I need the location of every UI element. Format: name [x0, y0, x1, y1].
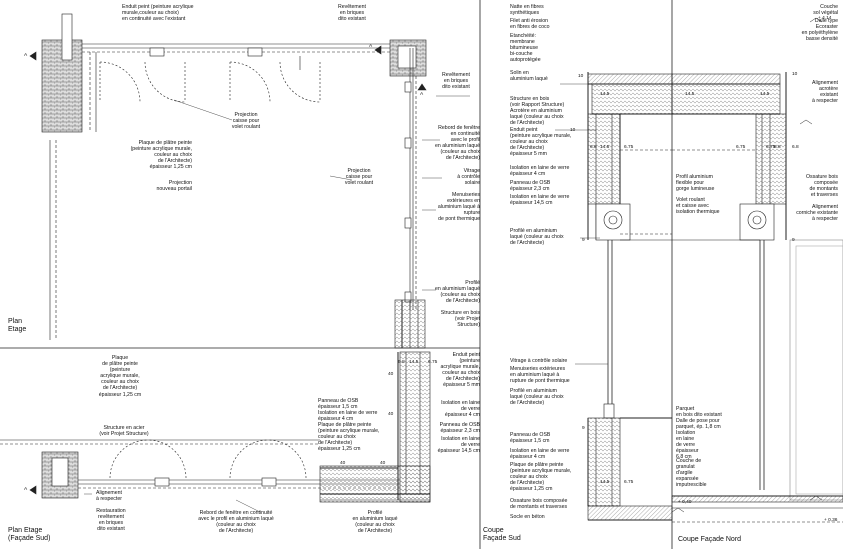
label-structure-bois-coupe: Structure en bois (voir Rapport Structur…: [510, 96, 565, 109]
label-profile-alu2-coupe: Profilé en aluminium laqué (couleur au c…: [510, 388, 564, 407]
label-rebord-sud: Rebord de fenêtre en continuité avec le …: [198, 510, 274, 535]
dim-label: 40: [388, 412, 394, 417]
plan-etage-sud-lines: [0, 351, 431, 513]
label-isolation145-coupe: Isolation en laine de verre épaisseur 14…: [510, 194, 570, 207]
label-profile-alu-sud: Profilé en aluminium laqué (couleur au c…: [352, 510, 398, 535]
label-alignement-acrotere: Alignement acrotère existant à respecter: [812, 80, 838, 105]
label-osb2-sud: Panneau de OSB épaisseur 2,3 cm: [439, 422, 480, 435]
dim-label: 6.75: [766, 145, 776, 150]
label-vitrage: Vitrage à contrôle solaire: [457, 168, 480, 187]
section-marker: A: [369, 44, 373, 49]
label-isolation-vert-sud: Isolation en laine de verre épaisseur 4 …: [441, 400, 480, 419]
dim-label: 6.8: [590, 145, 597, 150]
coupe-nord-lines: [671, 17, 843, 523]
dim-label: 6.75: [624, 145, 634, 150]
label-dalle-pose: Dalle de pose pour parquet, ép. 1,8 cm: [676, 418, 721, 431]
label-osb-sud: Panneau de OSB épaisseur 1,5 cm: [318, 398, 359, 411]
dim-label: 9: [582, 426, 585, 431]
label-etancheite: Etanchéité: membrane bitumineuse bi-couc…: [510, 33, 541, 64]
dim-label: 6.8: [774, 145, 781, 150]
label-plaque-platre-2-sud: Plaque de plâtre peinte (peinture acryli…: [318, 422, 380, 453]
label-profile-alu-coupe: Profilé en aluminium laqué (couleur au c…: [510, 228, 564, 247]
dim-label: 14.5: [685, 92, 695, 97]
dim-label: 10: [792, 72, 798, 77]
plan-etage-lines: [29, 13, 470, 349]
label-osb2-coupe: Panneau de OSB épaisseur 1,5 cm: [510, 432, 551, 445]
dim-label: 14.5: [409, 360, 419, 365]
label-isolation4b-coupe: Isolation en laine de verre épaisseur 4 …: [510, 448, 570, 461]
dim-label: 14.5: [760, 92, 770, 97]
label-socle: Socle en béton: [510, 514, 545, 520]
label-menuiseries: Menuiseries extérieures en aluminium laq…: [437, 192, 480, 223]
label-alignement: Alignement à respecter: [96, 490, 122, 503]
dim-label: 9: [582, 238, 585, 243]
label-profile-alu: Profilé en aluminium laqué (couleur au c…: [435, 280, 480, 305]
dim-label: 40: [340, 461, 346, 466]
dim-label: 6.75: [428, 360, 438, 365]
label-isolation-4-sud: Isolation en laine de verre épaisseur 4 …: [318, 410, 378, 423]
label-isolation4-coupe: Isolation en laine de verre épaisseur 4 …: [510, 165, 570, 178]
coupe-sud-lines: [555, 72, 673, 521]
dim-label: 14.5: [600, 145, 610, 150]
label-vitrage-coupe: Vitrage à contrôle solaire: [510, 358, 568, 364]
section-marker: A: [420, 92, 424, 97]
label-ossature-coupe: Ossature bois composée de montants et tr…: [510, 498, 568, 511]
label-plaque-platre-sud: Plaque de plâtre peinte (peinture acryli…: [98, 355, 142, 398]
label-profil-flexible: Profil aluminium flexible pour gorge lum…: [676, 174, 715, 193]
title-plan-etage: Plan Etage: [8, 318, 27, 334]
label-couche: Couche sol végétal: [813, 4, 838, 17]
label-granulat: Couche de granulat d'argile expansée imp…: [676, 458, 707, 489]
dim-label: 6.8: [792, 145, 799, 150]
dim-label: 6.75: [736, 145, 746, 150]
title-plan-etage-sud: Plan Etage (Façade Sud): [8, 527, 51, 543]
label-enduit: Enduit peint (peinture acrylique murale,…: [122, 4, 194, 23]
label-projection-portail: Projection nouveau portail: [156, 180, 192, 193]
label-natte: Natte en fibres synthétiques: [510, 4, 544, 17]
level-label: + 0,36: [824, 518, 838, 523]
label-solin: Solin en aluminium laqué: [510, 70, 548, 83]
label-structure-bois: Structure en bois (voir Projet Structure…: [440, 310, 480, 329]
label-enduit-sud: Enduit peint (peinture acrylique murale,…: [440, 352, 481, 389]
section-marker: A: [24, 53, 28, 58]
label-structure-acier: Structure en acier (voir Projet Structur…: [99, 425, 149, 438]
label-plaque-platre: Plaque de plâtre peinte (peinture acryli…: [130, 140, 192, 171]
label-dalle: Dalle type Ecoraster en polyéthylène bas…: [801, 18, 838, 43]
label-parquet: Parquet en bois dito existant: [676, 406, 722, 419]
dim-label: 10: [578, 74, 584, 79]
dim-label: 9: [792, 238, 795, 243]
label-restauration: Restauration revêtement en briques dito …: [96, 508, 126, 533]
label-revetement-2: Revêtement en briques dito existant: [442, 72, 470, 91]
label-isolation-nord: Isolation en laine de verre épaisseur 6,…: [676, 430, 699, 461]
dim-label: 10: [570, 128, 576, 133]
level-label: + 4,14: [818, 16, 832, 21]
label-menuiseries-coupe: Menuiseries extérieures en aluminium laq…: [510, 366, 570, 385]
label-projection-caisse-2: Projection caisse pour volet roulant: [344, 168, 374, 187]
label-alignement-corniche: Alignement corniche existante à respecte…: [796, 204, 838, 223]
label-volet: Volet roulant et caisse avec isolation t…: [676, 197, 720, 216]
dim-label: 6.8: [398, 360, 405, 365]
section-marker: A: [24, 487, 28, 492]
label-osb-coupe: Panneau de OSB épaisseur 2,3 cm: [510, 180, 551, 193]
label-filet: Filet anti érosion en fibres de coco: [510, 18, 550, 31]
title-coupe-nord: Coupe Façade Nord: [678, 536, 742, 543]
level-label: + 0,40: [678, 500, 692, 505]
label-acrotere: Acrotère en aluminium laqué (couleur au …: [510, 108, 564, 127]
label-ossature-nord: Ossature bois composée de montants et tr…: [805, 174, 838, 199]
label-rebord: Rebord de fenêtre en continuité avec le …: [435, 125, 480, 162]
dim-label: 6.75: [624, 480, 634, 485]
label-isolation145-sud: Isolation en laine de verre épaisseur 14…: [437, 436, 480, 455]
dim-label: 40: [380, 461, 386, 466]
label-enduit-coupe: Enduit peint (peinture acrylique murale,…: [510, 127, 572, 158]
dim-label: 14.5: [600, 92, 610, 97]
dim-label: 40: [388, 372, 394, 377]
label-projection-caisse-1: Projection caisse pour volet roulant: [231, 112, 261, 131]
dim-label: 14.5: [600, 480, 610, 485]
label-revetement-1: Revêtement en briques dito existant: [338, 4, 366, 23]
label-plaque-coupe: Plaque de plâtre peinte (peinture acryli…: [510, 462, 572, 493]
title-coupe-sud: Coupe Façade Sud: [483, 527, 521, 543]
